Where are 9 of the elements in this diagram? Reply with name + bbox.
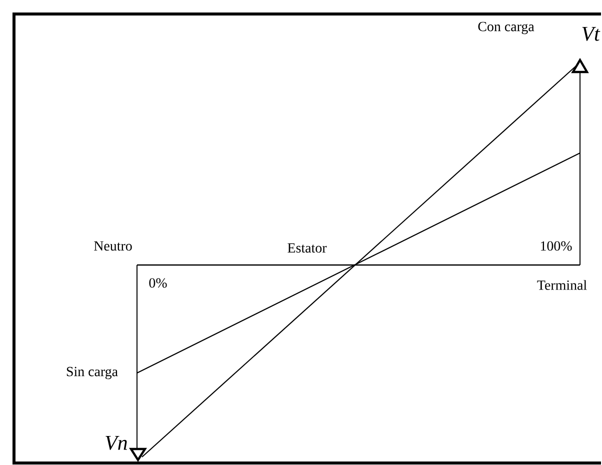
axis-label: Vn <box>106 436 127 450</box>
axis-label: Terminal <box>537 280 587 290</box>
axis-label: Vt <box>582 26 600 41</box>
axis-label: Neutro <box>94 241 132 251</box>
axis-label: 100% <box>540 241 572 251</box>
axis-label: Estator <box>288 243 327 253</box>
axis-label: Sin carga <box>66 366 118 380</box>
axis-label: Con carga <box>478 22 534 34</box>
axis-label: 0% <box>149 278 167 288</box>
